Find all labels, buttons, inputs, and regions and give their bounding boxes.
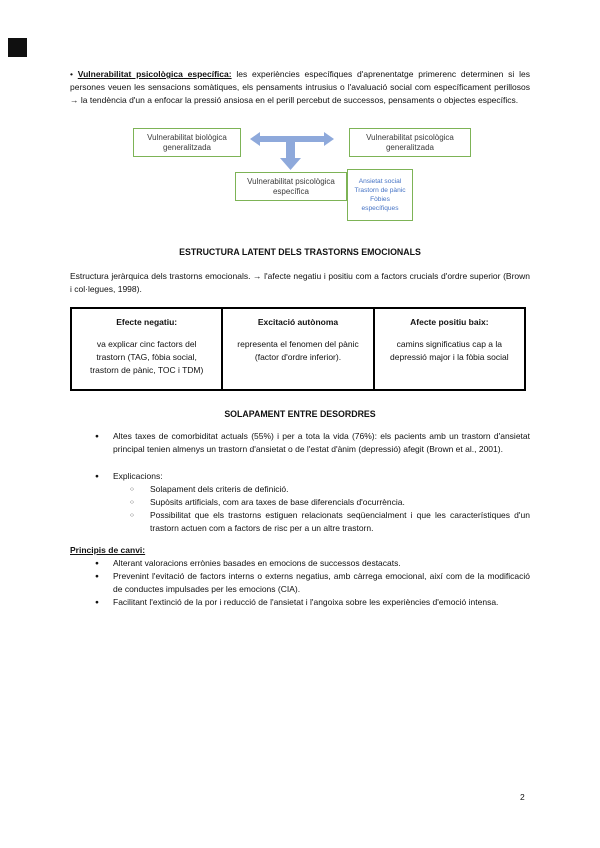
list-item: ● Alterant valoracions errònies basades …: [70, 557, 530, 570]
intro-term: Vulnerabilitat psicològica específica:: [77, 69, 232, 79]
cell-body: va explicar cinc factors del trastorn (T…: [89, 339, 204, 375]
vulnerability-diagram: Vulnerabilitat biològica generalitzada V…: [70, 128, 530, 223]
diagram-box-psychological-specific: Vulnerabilitat psicològica específica: [235, 172, 347, 201]
list-item: ○ Solapament dels criteris de definició.: [70, 483, 530, 496]
diagram-box-disorders: Ansietat social Trastorn de pànic Fòbies…: [347, 169, 413, 221]
factors-table: Efecte negatiu: va explicar cinc factors…: [69, 307, 527, 391]
circle-bullet-icon: ○: [130, 486, 134, 493]
explanation-text: Solapament dels criteris de definició.: [150, 484, 289, 494]
principle-text: Prevenint l'evitació de factors interns …: [113, 571, 530, 594]
intro-bullet-marker: •: [70, 69, 78, 79]
structure-intro-paragraph: Estructura jeràrquica dels trastorns emo…: [70, 271, 530, 294]
bullet-icon: ●: [95, 599, 99, 606]
cell-header: Efecte negatiu:: [116, 317, 178, 327]
table-row: Efecte negatiu: va explicar cinc factors…: [69, 307, 527, 391]
cell-header: Excitació autònoma: [257, 317, 339, 327]
explanation-text: Supòsits artificials, com ara taxes de b…: [150, 497, 405, 507]
list-item: ○ Possibilitat que els trastorns estigue…: [70, 509, 530, 535]
bullet-icon: ●: [95, 433, 99, 440]
principle-text: Alterant valoracions errònies basades en…: [113, 558, 401, 568]
principle-text: Facilitant l'extinció de la por i reducc…: [113, 597, 499, 607]
triple-arrow-icon: [250, 132, 334, 170]
intro-text: les experiències específiques d'aprenent…: [70, 69, 530, 105]
cell-body: representa el fenomen del pànic (factor …: [237, 339, 359, 362]
table-cell-negative-affect: Efecte negatiu: va explicar cinc factors…: [69, 307, 224, 391]
list-item: ● Altes taxes de comorbiditat actuals (5…: [70, 430, 530, 456]
diagram-box-psychological-general: Vulnerabilitat psicològica generalitzada: [349, 128, 471, 157]
table-cell-low-positive-affect: Afecte positiu baix: camins significatiu…: [372, 307, 527, 391]
comorbidity-bullet-text: Altes taxes de comorbiditat actuals (55%…: [113, 431, 530, 454]
list-item: ● Facilitant l'extinció de la por i redu…: [70, 596, 530, 609]
circle-bullet-icon: ○: [130, 512, 134, 519]
explanations-label: Explicacions:: [113, 471, 163, 481]
spacer: [70, 456, 530, 470]
diagram-box-biological-vulnerability: Vulnerabilitat biològica generalitzada: [133, 128, 241, 157]
intro-paragraph: • Vulnerabilitat psicològica específica:…: [70, 68, 530, 107]
list-item: ● Prevenint l'evitació de factors intern…: [70, 570, 530, 596]
page-content: • Vulnerabilitat psicològica específica:…: [69, 68, 530, 609]
bullet-icon: ●: [95, 573, 99, 580]
explanation-text: Possibilitat que els trastorns estiguen …: [150, 510, 530, 533]
list-item: ○ Supòsits artificials, com ara taxes de…: [70, 496, 530, 509]
section-title-overlap: SOLAPAMENT ENTRE DESORDRES: [224, 409, 376, 419]
section-title-latent-structure: ESTRUCTURA LATENT DELS TRASTORNS EMOCION…: [179, 247, 421, 257]
cell-header: Afecte positiu baix:: [410, 317, 489, 327]
corner-mark: [8, 38, 27, 57]
cell-body: camins significatius cap a la depressió …: [390, 339, 509, 362]
table-cell-autonomic-arousal: Excitació autònoma representa el fenomen…: [221, 307, 375, 391]
bullet-icon: ●: [95, 473, 99, 480]
page-number: 2: [520, 792, 525, 802]
principles-list: ● Alterant valoracions errònies basades …: [70, 557, 530, 609]
list-item: ● Explicacions:: [70, 470, 530, 483]
circle-bullet-icon: ○: [130, 499, 134, 506]
bullet-icon: ●: [95, 560, 99, 567]
overlap-list: ● Altes taxes de comorbiditat actuals (5…: [70, 430, 530, 535]
principles-title: Principis de canvi:: [70, 545, 146, 555]
